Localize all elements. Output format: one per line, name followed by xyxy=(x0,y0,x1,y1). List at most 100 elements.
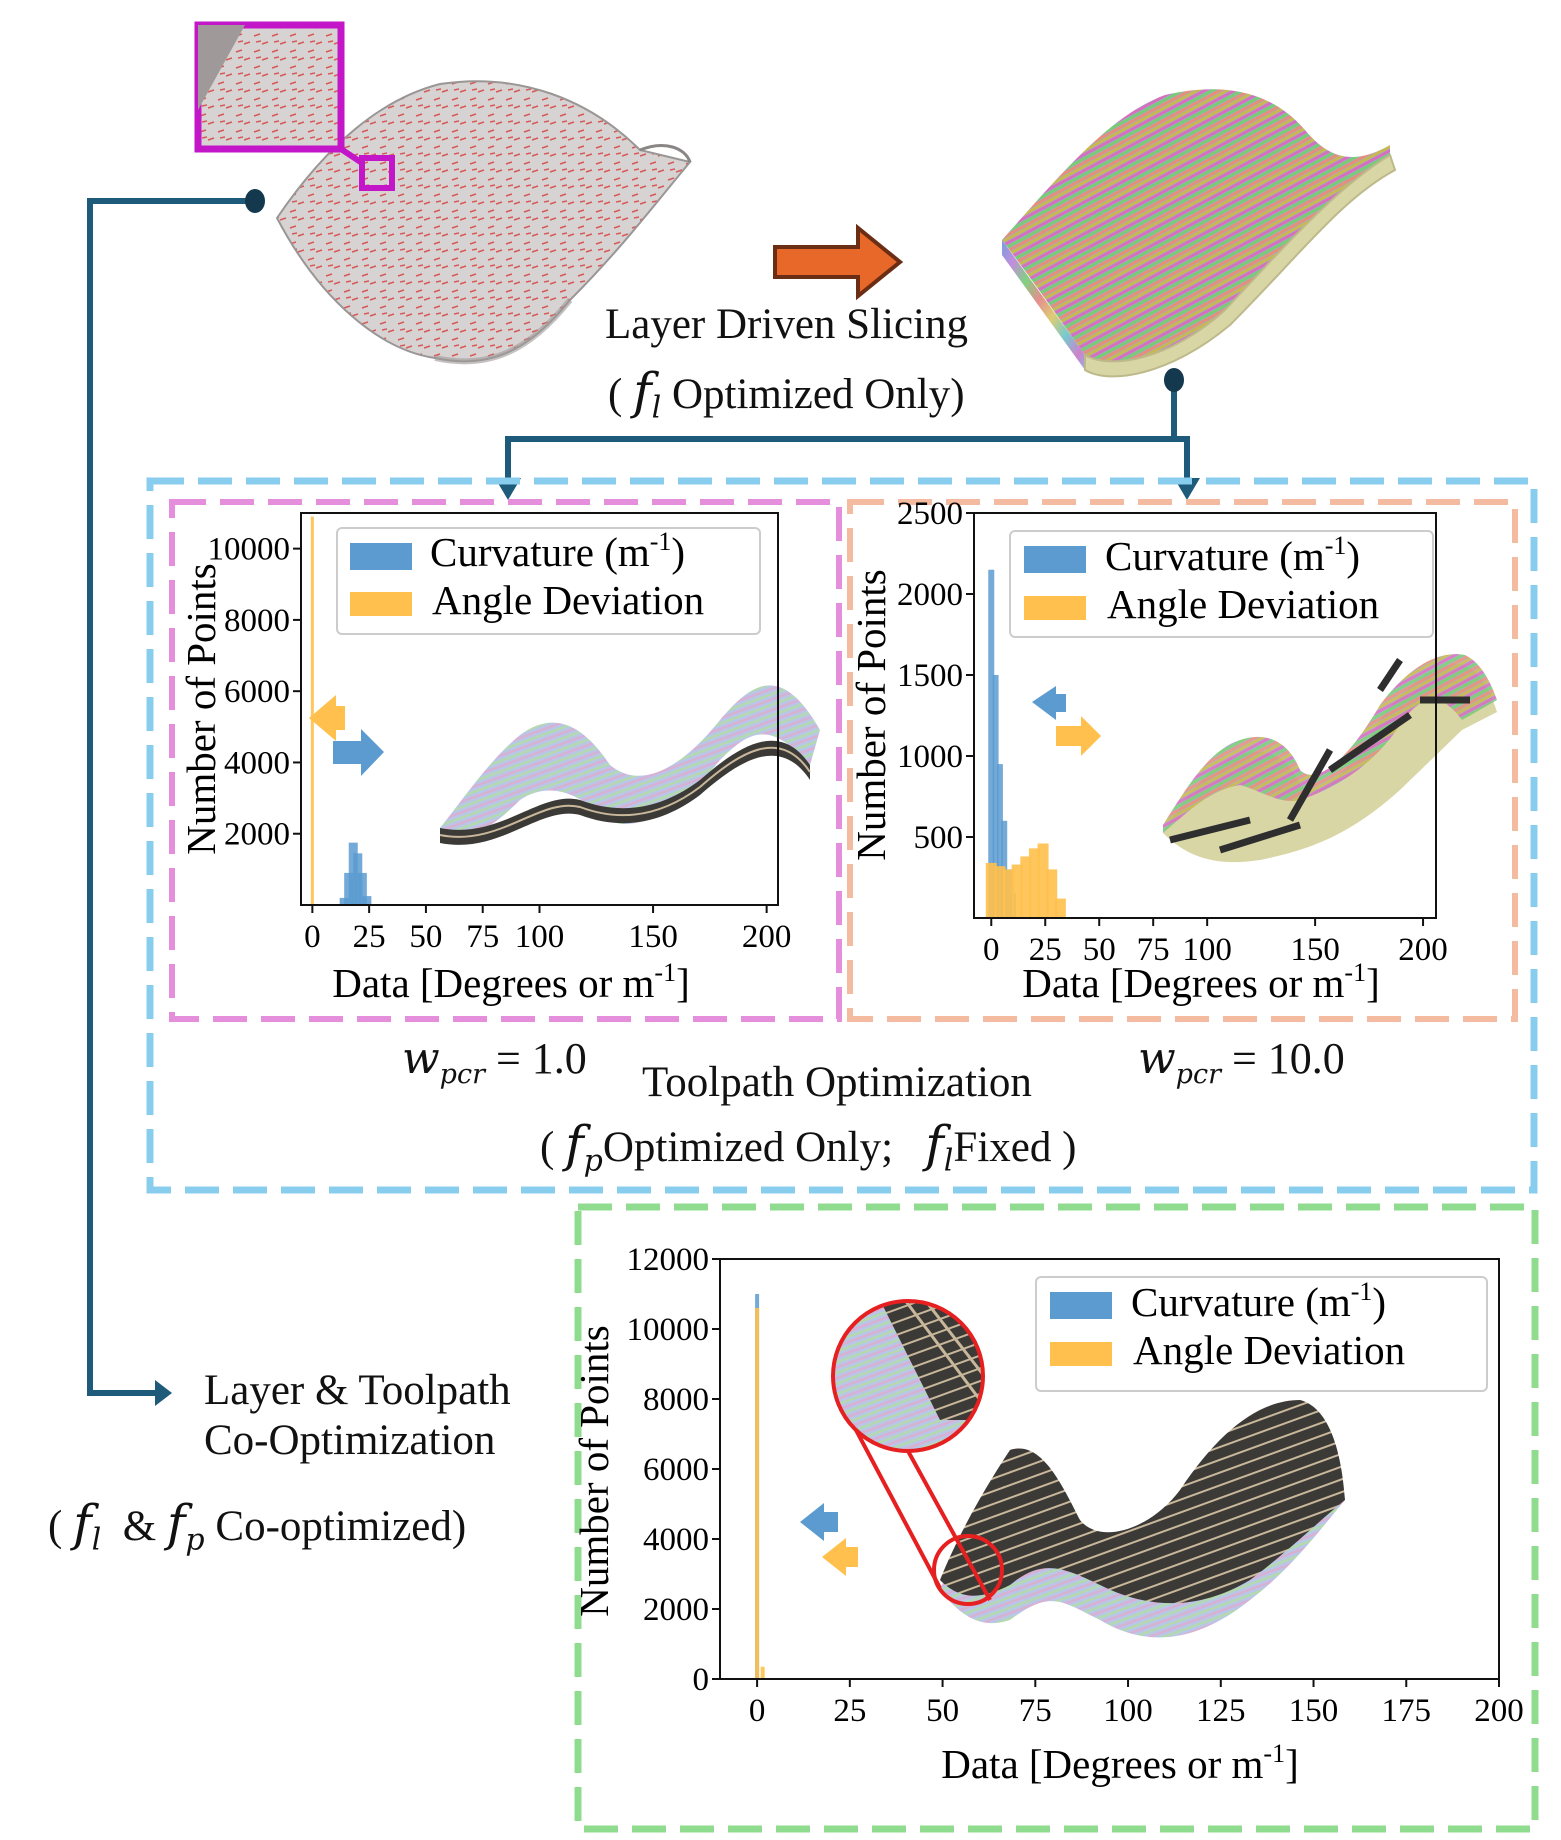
wpcr-10-label: wpcr = 10.0 xyxy=(1138,1033,1345,1090)
x-tick-label: 50 xyxy=(409,919,442,955)
ylabel-3: Number of Points xyxy=(571,1325,617,1617)
histogram-panel-1: 0 25 50 75 100 150 200 2000 4000 6000 8000 10000 Cu… xyxy=(178,512,820,1006)
zoom-inset-magenta xyxy=(194,21,395,191)
angle-deviation-bar xyxy=(1020,856,1032,918)
legend-1: Curvature (m-1) Angle Deviation xyxy=(336,527,761,635)
curvature-bar xyxy=(996,764,1003,918)
x-tick-label: 200 xyxy=(1398,932,1448,968)
ylabel-2: Number of Points xyxy=(848,569,894,861)
angle-deviation-bar xyxy=(1003,869,1015,918)
slicing-sublabel: ( fl Optimized Only) xyxy=(608,362,965,426)
inset-model-2 xyxy=(1163,654,1497,863)
y-tick-label: 2000 xyxy=(897,577,963,613)
y-tick-label: 4000 xyxy=(224,745,290,781)
orange-arrow-icon xyxy=(773,223,904,301)
legend-3: Curvature (m-1) Angle Deviation xyxy=(1035,1276,1488,1392)
coopt-label-1: Layer & Toolpath xyxy=(204,1367,511,1414)
angle-deviation-bar xyxy=(994,866,1006,918)
angle-deviation-bar xyxy=(1046,869,1058,918)
direction-arrows-1 xyxy=(309,695,384,776)
y-tick-label: 8000 xyxy=(643,1382,709,1418)
curvature-bar xyxy=(357,872,367,905)
angle-deviation-bar xyxy=(310,516,314,905)
flow-connector-lines xyxy=(87,198,1190,1396)
y-tick-label: 2000 xyxy=(224,817,290,853)
slicing-label: Layer Driven Slicing xyxy=(605,301,969,348)
y-tick-label: 2000 xyxy=(643,1592,709,1628)
y-tick-label: 12000 xyxy=(627,1242,710,1278)
coopt-sublabel: ( fl & fp Co-optimized) xyxy=(48,1494,467,1558)
coopt-label-2: Co-Optimization xyxy=(204,1417,496,1464)
xlabel-3: Data [Degrees or m-1] xyxy=(941,1739,1298,1787)
angle-deviation-bar xyxy=(1011,864,1023,918)
angle-deviation-bar xyxy=(1054,898,1066,918)
x-tick-label: 75 xyxy=(1019,1693,1052,1729)
toolpath-optimization-title: Toolpath Optimization xyxy=(642,1059,1032,1106)
xlabel-2: Data [Degrees or m-1] xyxy=(1022,958,1379,1006)
x-tick-label: 125 xyxy=(1196,1693,1246,1729)
x-tick-label: 25 xyxy=(1029,932,1062,968)
inset-model-1 xyxy=(439,685,820,845)
x-tick-label: 200 xyxy=(1474,1693,1524,1729)
legend-2-angle-label: Angle Deviation xyxy=(1107,581,1379,627)
angle-deviation-bar xyxy=(985,862,997,918)
xlabel-1: Data [Degrees or m-1] xyxy=(332,958,689,1006)
y-tick-label: 8000 xyxy=(224,603,290,639)
angle-deviation-bar xyxy=(1028,848,1040,918)
input-surface-model xyxy=(275,80,692,365)
histogram-panel-2: 0 25 50 75 100 150 200 500 1000 1500 2000 2500 Curv… xyxy=(848,496,1497,1006)
wpcr-1-panel-box xyxy=(169,499,842,1022)
x-tick-label: 50 xyxy=(926,1693,959,1729)
legend-3-curvature-label: Curvature (m-1) xyxy=(1131,1277,1386,1325)
x-tick-label: 200 xyxy=(742,919,792,955)
x-tick-label: 150 xyxy=(1289,1693,1339,1729)
y-tick-label: 10000 xyxy=(627,1312,710,1348)
curvature-bar xyxy=(348,842,358,905)
y-tick-label: 1500 xyxy=(897,658,963,694)
y-tick-label: 4000 xyxy=(643,1522,709,1558)
x-tick-label: 0 xyxy=(983,932,1000,968)
x-tick-label: 25 xyxy=(353,919,386,955)
curvature-bar xyxy=(339,897,349,905)
angle-deviation-bar xyxy=(760,1666,765,1679)
curvature-bar xyxy=(992,675,999,918)
x-tick-label: 175 xyxy=(1382,1693,1432,1729)
x-tick-label: 50 xyxy=(1083,932,1116,968)
legend-1-curvature-label: Curvature (m-1) xyxy=(430,527,685,575)
curvature-bar xyxy=(353,853,363,905)
sliced-layers-model xyxy=(1002,89,1397,378)
legend-2: Curvature (m-1) Angle Deviation xyxy=(1009,530,1434,638)
inset-model-3 xyxy=(940,1400,1345,1638)
angle-deviation-bar xyxy=(1037,843,1049,918)
angle-deviation-bar xyxy=(755,1308,760,1679)
x-tick-label: 0 xyxy=(749,1693,766,1729)
x-tick-label: 150 xyxy=(628,919,678,955)
y-tick-label: 6000 xyxy=(224,674,290,710)
legend-3-angle-label: Angle Deviation xyxy=(1133,1327,1405,1373)
curvature-bar xyxy=(988,569,995,918)
legend-2-curvature-label: Curvature (m-1) xyxy=(1105,531,1360,579)
ylabel-1: Number of Points xyxy=(178,563,224,855)
x-tick-label: 25 xyxy=(833,1693,866,1729)
y-tick-label: 500 xyxy=(914,820,964,856)
x-tick-label: 100 xyxy=(1103,1693,1153,1729)
x-tick-label: 75 xyxy=(1137,932,1170,968)
y-tick-label: 1000 xyxy=(897,739,963,775)
curvature-bar xyxy=(362,896,372,905)
x-tick-label: 0 xyxy=(304,919,321,955)
co-optimization-box xyxy=(574,1203,1539,1833)
zoom-circle-red xyxy=(831,1299,1004,1606)
toolpath-optimization-sub: ( fpOptimized Only; flFixed ) xyxy=(540,1115,1077,1179)
wpcr-10-panel-box xyxy=(847,499,1518,1022)
x-tick-label: 75 xyxy=(466,919,499,955)
toolpath-optimization-box xyxy=(146,477,1538,1194)
y-tick-label: 2500 xyxy=(897,496,963,532)
x-tick-label: 100 xyxy=(1182,932,1232,968)
direction-arrows-3 xyxy=(800,1503,858,1576)
y-tick-label: 10000 xyxy=(208,532,291,568)
x-tick-label: 150 xyxy=(1290,932,1340,968)
y-tick-label: 6000 xyxy=(643,1452,709,1488)
x-tick-label: 100 xyxy=(515,919,565,955)
